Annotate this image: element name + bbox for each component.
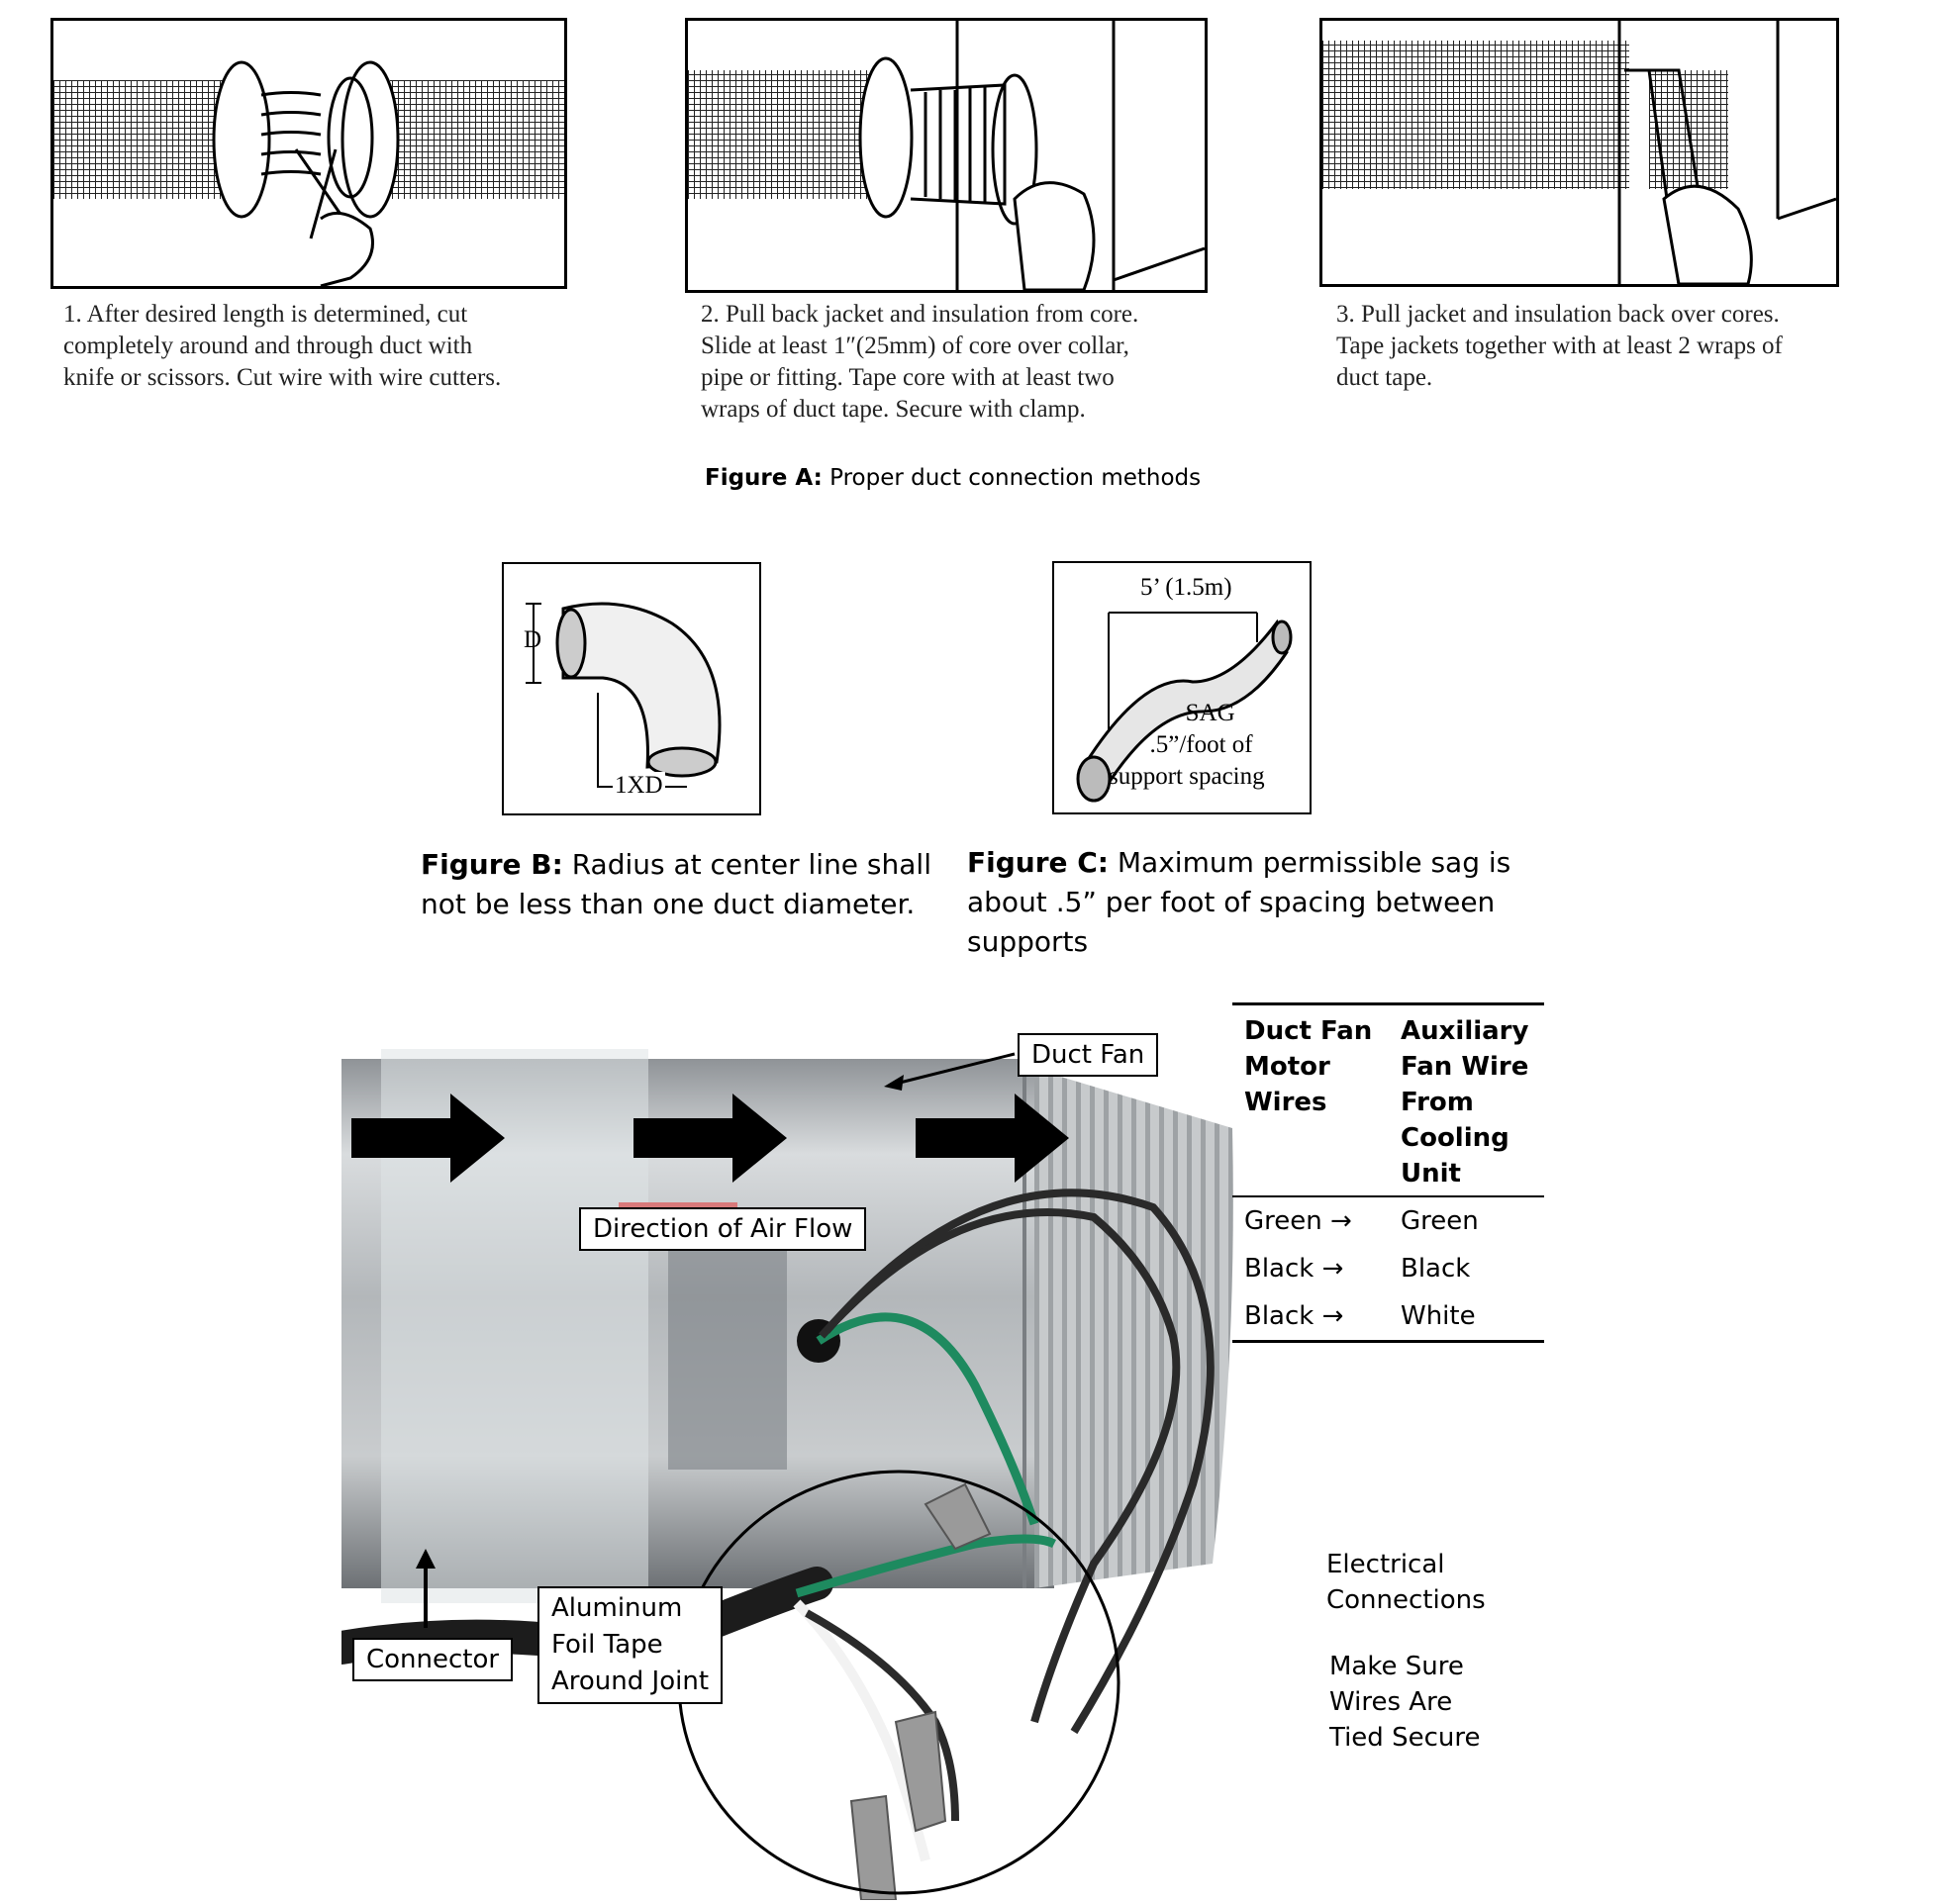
header-aux-line-5: Unit bbox=[1401, 1159, 1461, 1189]
step-3-line-3: duct tape. bbox=[1336, 364, 1433, 391]
header-motor-line-1: Duct Fan bbox=[1244, 1016, 1373, 1046]
foil-tape-line-3: Around Joint bbox=[551, 1666, 710, 1696]
table-row: Green → Green bbox=[1232, 1197, 1544, 1245]
diameter-label: D bbox=[524, 626, 542, 653]
figure-c-illustration bbox=[1052, 561, 1312, 814]
row-2-to: Black bbox=[1401, 1254, 1471, 1284]
secure-line-2: Wires Are bbox=[1329, 1687, 1453, 1717]
connector-callout: Connector bbox=[352, 1638, 514, 1681]
sag-line-2: .5”/foot of bbox=[1149, 731, 1253, 758]
figure-b-caption: Figure B: Radius at center line shall no… bbox=[421, 845, 931, 924]
step-1-line-2: completely around and through duct with bbox=[63, 333, 473, 359]
foil-tape-line-2: Foil Tape bbox=[551, 1630, 663, 1660]
figure-c-line-1: Maximum permissible sag is bbox=[1109, 846, 1511, 879]
figure-c-caption: Figure C: Maximum permissible sag is abo… bbox=[967, 843, 1510, 962]
electrical-line-2: Connections bbox=[1326, 1585, 1486, 1615]
row-1-to: Green bbox=[1401, 1206, 1479, 1236]
duct-fan-callout: Duct Fan bbox=[1018, 1033, 1159, 1077]
foil-tape-callout: Aluminum Foil Tape Around Joint bbox=[537, 1586, 724, 1704]
figure-c-line-2: about .5” per foot of spacing between bbox=[967, 886, 1496, 918]
step-3-illustration bbox=[1319, 18, 1839, 287]
figure-c-line-3: supports bbox=[967, 925, 1089, 958]
header-aux-line-2: Fan Wire bbox=[1401, 1052, 1529, 1082]
figure-b-line-2: not be less than one duct diameter. bbox=[421, 888, 916, 920]
figure-a-caption: Figure A: Proper duct connection methods bbox=[705, 465, 1201, 491]
step-2-line-4: wraps of duct tape. Secure with clamp. bbox=[701, 396, 1086, 423]
header-motor-line-2: Motor bbox=[1244, 1052, 1330, 1082]
secure-wires-note: Make Sure Wires Are Tied Secure bbox=[1329, 1649, 1480, 1756]
header-aux-line-1: Auxiliary bbox=[1401, 1016, 1529, 1046]
electrical-line-1: Electrical bbox=[1326, 1550, 1445, 1579]
step-2-line-1: 2. Pull back jacket and insulation from … bbox=[701, 301, 1139, 328]
step-3-line-2: Tape jackets together with at least 2 wr… bbox=[1336, 333, 1783, 359]
header-aux-line-4: Cooling bbox=[1401, 1123, 1509, 1153]
secure-line-1: Make Sure bbox=[1329, 1652, 1464, 1681]
sag-line-1: SAG bbox=[1185, 700, 1235, 726]
step-2-text: 2. Pull back jacket and insulation from … bbox=[701, 299, 1138, 426]
electrical-connections-note: Electrical Connections bbox=[1326, 1547, 1486, 1618]
duct-fan-photo bbox=[325, 1009, 1307, 1901]
step-2-line-2: Slide at least 1″(25mm) of core over col… bbox=[701, 333, 1129, 359]
foil-tape-line-1: Aluminum bbox=[551, 1593, 683, 1623]
figure-a-text: Proper duct connection methods bbox=[822, 465, 1202, 491]
header-aux-line-3: From bbox=[1401, 1088, 1474, 1117]
step-1-text: 1. After desired length is determined, c… bbox=[63, 299, 501, 394]
span-label: 5’ (1.5m) bbox=[1140, 574, 1232, 601]
step-3-text: 3. Pull jacket and insulation back over … bbox=[1336, 299, 1783, 394]
sag-line-3: support spacing bbox=[1109, 763, 1265, 790]
air-flow-callout: Direction of Air Flow bbox=[579, 1207, 867, 1251]
header-motor-line-3: Wires bbox=[1244, 1088, 1327, 1117]
row-3-from: Black → bbox=[1244, 1301, 1344, 1331]
row-2-from: Black → bbox=[1244, 1254, 1344, 1284]
step-2-line-3: pipe or fitting. Tape core with at least… bbox=[701, 364, 1115, 391]
one-x-d-label: 1XD bbox=[613, 772, 665, 800]
row-3-to: White bbox=[1401, 1301, 1476, 1331]
header-auxiliary-wire: Auxiliary Fan Wire From Cooling Unit bbox=[1401, 1013, 1528, 1191]
header-motor-wires: Duct Fan Motor Wires bbox=[1244, 1013, 1401, 1191]
figure-c-label: Figure C: bbox=[967, 846, 1109, 879]
row-1-from: Green → bbox=[1244, 1206, 1352, 1236]
step-3-line-1: 3. Pull jacket and insulation back over … bbox=[1336, 301, 1780, 328]
secure-line-3: Tied Secure bbox=[1329, 1723, 1481, 1753]
table-row: Black → White bbox=[1232, 1292, 1544, 1340]
sag-label: SAG .5”/foot of support spacing bbox=[1109, 698, 1265, 793]
step-2-illustration bbox=[685, 18, 1208, 293]
table-row: Black → Black bbox=[1232, 1245, 1544, 1292]
wiring-table-header: Duct Fan Motor Wires Auxiliary Fan Wire … bbox=[1232, 1005, 1544, 1197]
step-1-line-3: knife or scissors. Cut wire with wire cu… bbox=[63, 364, 502, 391]
figure-b-label: Figure B: bbox=[421, 848, 563, 881]
wiring-table: Duct Fan Motor Wires Auxiliary Fan Wire … bbox=[1232, 1002, 1544, 1343]
step-1-line-1: 1. After desired length is determined, c… bbox=[63, 301, 468, 328]
step-1-illustration bbox=[50, 18, 567, 289]
figure-a-label: Figure A: bbox=[705, 465, 823, 491]
figure-b-line-1: Radius at center line shall bbox=[562, 848, 931, 881]
